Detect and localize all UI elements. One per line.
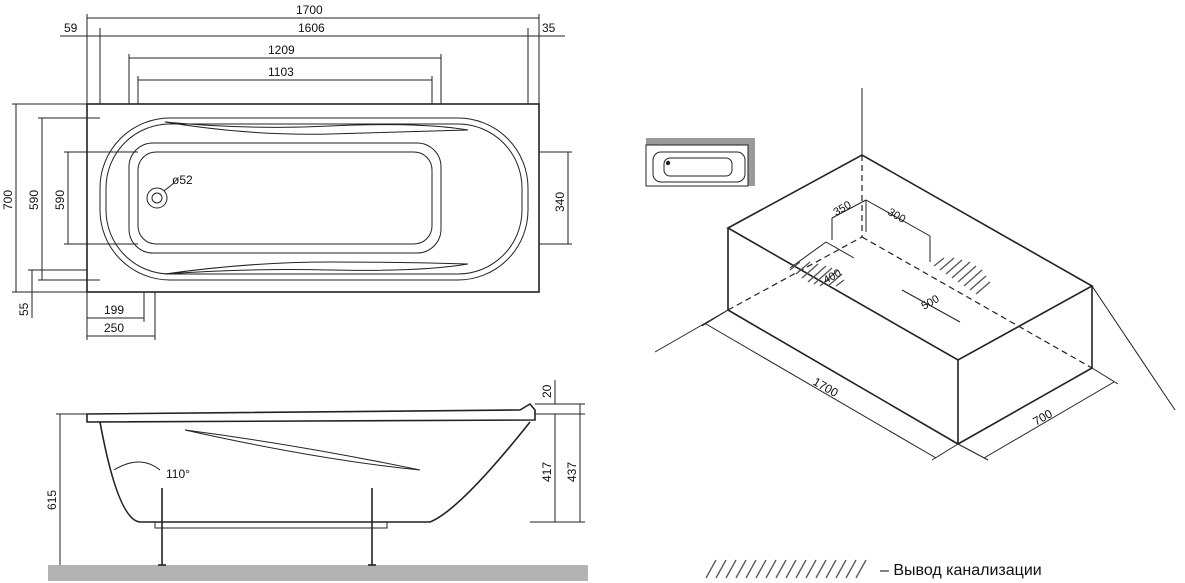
- legend-label: – Вывод канализации: [880, 562, 1042, 579]
- side-base: [154, 521, 388, 529]
- dim-bottom-offset: 55: [17, 302, 31, 316]
- dim-basin-top-length: 1209: [268, 43, 295, 57]
- plan-rim: [99, 117, 529, 281]
- dim-iso-300: 300: [886, 206, 908, 226]
- drain-icon-inner: [151, 192, 163, 204]
- dim-backrest-angle: 110°: [166, 467, 190, 481]
- dim-overall-length: 1700: [296, 3, 323, 17]
- dim-basin-bottom-length: 1103: [268, 65, 294, 79]
- dim-rim-thickness: 20: [540, 384, 554, 398]
- side-angle-arc: [113, 461, 161, 471]
- dim-basin-depth: 417: [540, 462, 554, 482]
- dim-overall-width: 700: [1, 190, 15, 210]
- thumb-basin: [663, 157, 733, 177]
- dim-body-height: 437: [565, 462, 579, 482]
- legend-hatch-icon: [705, 559, 867, 579]
- dim-drain-x-2: 250: [104, 321, 124, 335]
- dim-iso-350: 350: [832, 199, 854, 219]
- dim-right-height: 340: [553, 192, 567, 212]
- dim-total-height: 615: [45, 490, 59, 510]
- side-rim: [86, 402, 536, 423]
- plan-basin-inner: [137, 151, 433, 245]
- outlet-zone-1: [789, 218, 855, 287]
- side-view: 110° 615 20 417 437: [45, 380, 588, 581]
- plan-armrest-top: [164, 121, 469, 135]
- plan-view: ø52 1700 1606 59 35 1209 1103 700 590 59…: [1, 3, 572, 340]
- outlet-zone-2: [831, 199, 991, 323]
- dim-inner-width-outer: 590: [27, 190, 41, 210]
- dim-iso-700: 700: [1031, 406, 1056, 428]
- thumb-tub: [652, 151, 746, 183]
- dim-iso-1700: 1700: [811, 374, 841, 400]
- drain-icon: [146, 187, 168, 209]
- dim-right-offset: 35: [542, 21, 556, 35]
- placement-thumbnail: [645, 138, 755, 187]
- plan-armrest-bottom: [164, 261, 469, 275]
- plan-basin: [128, 142, 442, 254]
- dim-inner-width-inner: 590: [53, 190, 67, 210]
- legend: – Вывод канализации: [705, 559, 1042, 579]
- iso-top-face: [726, 154, 1094, 361]
- dim-inner-length: 1606: [298, 21, 325, 35]
- plan-rim-inner: [105, 123, 523, 275]
- dim-left-offset: 59: [64, 21, 78, 35]
- side-body: [99, 421, 531, 523]
- legend-hatch-swatch: [706, 560, 866, 578]
- dim-drain-diameter: ø52: [172, 173, 193, 187]
- thumb-walls: [646, 138, 755, 186]
- thumb-frame: [645, 144, 749, 187]
- floor: [48, 565, 588, 581]
- side-armrest: [184, 429, 421, 471]
- plan-outline: [86, 103, 540, 293]
- thumb-drain-icon: [665, 160, 671, 166]
- dim-drain-x-1: 199: [104, 303, 124, 317]
